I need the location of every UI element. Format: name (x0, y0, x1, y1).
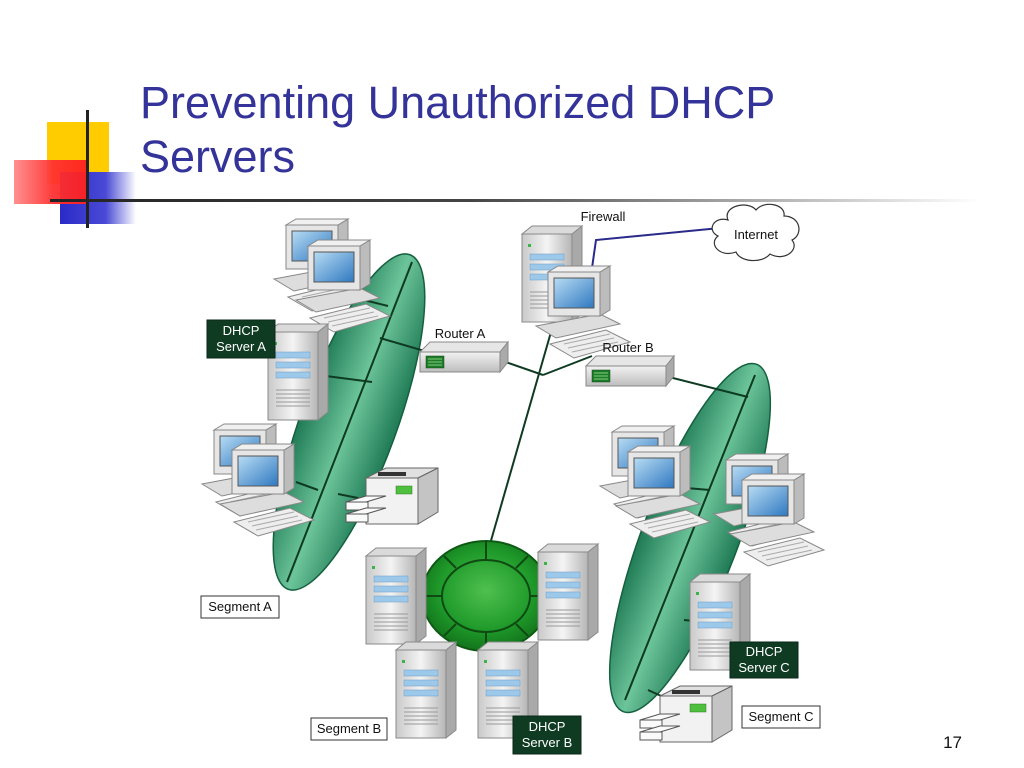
segment-c-badge: Segment C (741, 705, 821, 729)
dhcp-a-line-1: DHCP (223, 323, 260, 338)
dhcp-b-line-2: Server B (522, 735, 573, 750)
segment-b-label: Segment B (317, 721, 381, 736)
segment-a-label: Segment A (208, 599, 272, 614)
segment-a-axis (286, 261, 413, 583)
dhcp-server-b-badge: DHCP Server B (512, 715, 582, 755)
segment-b-server-1 (365, 547, 427, 645)
page-number: 17 (943, 733, 962, 752)
internet-cloud (711, 203, 800, 262)
internet-label: Internet (734, 227, 778, 242)
dhcp-server-c-badge: DHCP Server C (729, 641, 799, 679)
segment-c-axis (624, 374, 756, 701)
dhcp-server-a-tower (267, 323, 329, 421)
title-line-1: Preventing Unauthorized DHCP (140, 77, 776, 128)
firewall-internet-link (591, 227, 721, 269)
dhcp-b-line-1: DHCP (529, 719, 566, 734)
dhcp-c-line-1: DHCP (746, 644, 783, 659)
segment-b-badge: Segment B (310, 717, 388, 741)
router-b (585, 355, 675, 387)
segment-b-server-2 (537, 543, 599, 641)
router-b-label: Router B (602, 340, 653, 355)
decor-vertical-line (86, 110, 89, 228)
title-line-2: Servers (140, 131, 296, 182)
slide-title: Preventing Unauthorized DHCP Servers (140, 76, 1000, 184)
segment-c-label: Segment C (748, 709, 813, 724)
dhcp-server-a-badge: DHCP Server A (206, 319, 276, 359)
firewall-label: Firewall (581, 209, 626, 224)
dhcp-c-line-2: Server C (738, 660, 789, 675)
segment-a-badge: Segment A (200, 595, 280, 619)
segment-b-server-3 (395, 641, 457, 739)
title-rule (50, 199, 980, 202)
connection-lines (295, 298, 749, 701)
central-switch-ring (421, 540, 551, 652)
router-a-label: Router A (435, 326, 486, 341)
segment-c-workstation-4 (729, 473, 825, 567)
dhcp-a-line-2: Server A (216, 339, 266, 354)
router-a (419, 341, 509, 373)
decor-red-square (14, 160, 86, 204)
